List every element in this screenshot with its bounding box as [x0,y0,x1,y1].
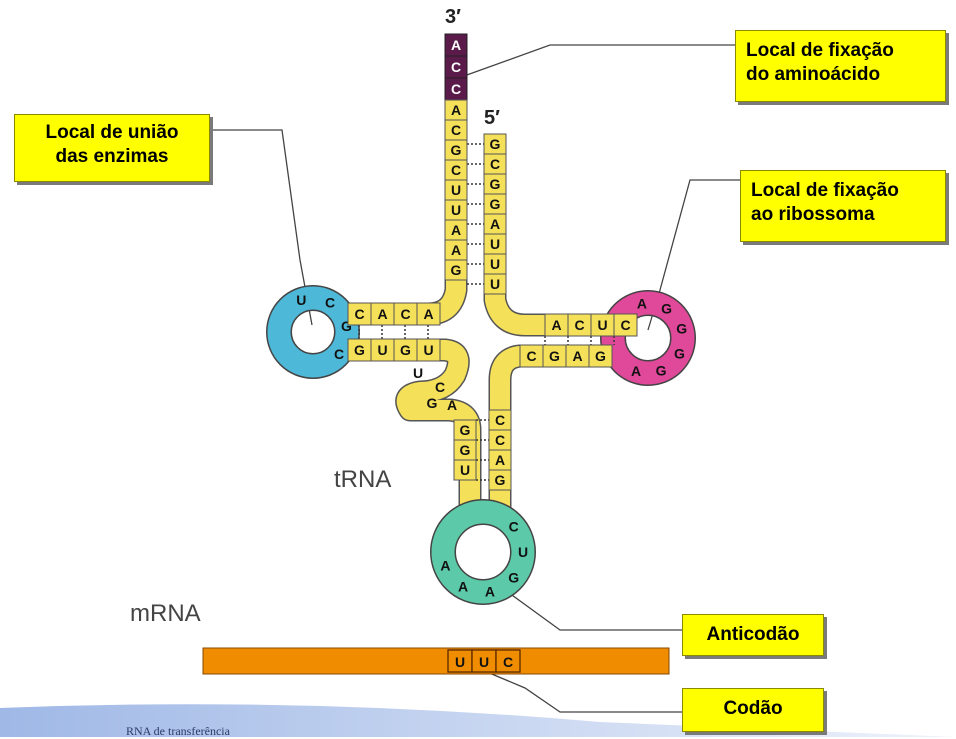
t-loop-base: G [656,362,667,378]
t-arm-top-base: A [551,317,561,333]
acceptor-right-base: A [490,216,500,232]
t-arm-bottom-base: G [549,348,560,364]
anticodon-right-base: C [495,432,505,448]
d-arm-bottom-base: U [377,342,387,358]
acceptor-tail-base: C [451,59,461,75]
variable-loop-base: U [413,365,423,381]
acceptor-right-base: G [490,176,501,192]
anticodon-left-base: G [460,422,471,438]
t-arm-lower [500,356,620,520]
t-loop-base: A [637,296,647,312]
amino-leader [464,45,735,76]
anticodon-loop-base: A [458,579,468,595]
trna-label: tRNA [334,466,391,494]
acceptor-strand-5prime-outline [495,135,620,325]
t-arm-top-base: C [574,317,584,333]
anticodon-callout: Anticodão [682,614,824,656]
acceptor-left-base: G [451,142,462,158]
t-arm-bottom-base: C [526,348,536,364]
acceptor-left-base: A [451,242,461,258]
t-loop-base: G [661,300,672,316]
acceptor-left-base: C [451,122,461,138]
t-arm-bottom-base: G [595,348,606,364]
anticodon-right-base: G [495,472,506,488]
mrna-bar [203,648,669,674]
acceptor-left-base: A [451,102,461,118]
variable-loop-base: G [427,395,438,411]
acceptor-strand-3prime [340,106,456,314]
variable-loop-base: C [435,379,445,395]
codon-base: U [479,654,489,670]
t-loop-base: G [676,320,687,336]
anticodon-loop-base: C [509,518,519,534]
acceptor-left-base: C [451,162,461,178]
three-prime-label: 3′ [445,6,461,29]
anticodon-loop-base: U [518,544,528,560]
amino-acid-site-callout: Local de fixação do aminoácido [735,30,946,102]
anticodon-loop-base: G [508,570,519,586]
anticodon-right-base: C [495,412,505,428]
d-arm-lower [340,350,470,520]
acceptor-right-base: U [490,276,500,292]
t-loop-base: G [674,345,685,361]
anticodon-left-base: U [460,462,470,478]
codon-callout: Codão [682,688,824,732]
t-arm-top-base: C [620,317,630,333]
t-arm-bottom-base: A [572,348,582,364]
acceptor-right-base: C [490,156,500,172]
variable-loop-base: A [447,397,457,413]
acceptor-strand-5prime [495,135,620,325]
acceptor-strand-3prime-outline [340,106,456,314]
codon-base: U [455,654,465,670]
anticodon-loop-base: A [440,558,450,574]
acceptor-right-base: G [490,136,501,152]
d-arm-bottom-base: U [423,342,433,358]
anticodon-left-base: G [460,442,471,458]
ribosome-site-callout: Local de fixação ao ribossoma [740,170,946,242]
acceptor-left-base: A [451,222,461,238]
anticodon-leader [505,590,682,630]
d-arm-top-base: A [377,306,387,322]
acceptor-right-base: U [490,236,500,252]
acceptor-left-base: G [451,262,462,278]
t-loop-base: A [631,363,641,379]
acceptor-left-base: U [451,202,461,218]
acceptor-left-base: U [451,182,461,198]
d-loop-base: C [325,295,335,311]
acceptor-right-base: G [490,196,501,212]
trna-loops: UCGCAGGGGAAAAGUC [279,292,687,599]
anticodon-loop-base: A [485,583,495,599]
d-loop-base: C [334,346,344,362]
acceptor-right-base: U [490,256,500,272]
acceptor-tail-base: C [451,81,461,97]
five-prime-label: 5′ [484,107,500,130]
mrna-label: mRNA [130,600,201,628]
d-arm-bottom-base: G [400,342,411,358]
anticodon-right-base: A [495,452,505,468]
enzyme-site-callout: Local de união das enzimas [14,114,210,182]
codon-base: C [503,654,513,670]
d-arm-bottom-base: G [354,342,365,358]
d-arm-top-base: C [354,306,364,322]
mrna-strand: UUC [203,648,669,674]
d-arm-top-base: C [400,306,410,322]
d-loop-base: U [296,292,306,308]
t-arm-lower-outline [500,356,620,520]
codon-leader [487,672,682,712]
acceptor-tail-base: A [451,37,461,53]
t-arm-top-base: U [597,317,607,333]
d-arm-top-base: A [423,306,433,322]
